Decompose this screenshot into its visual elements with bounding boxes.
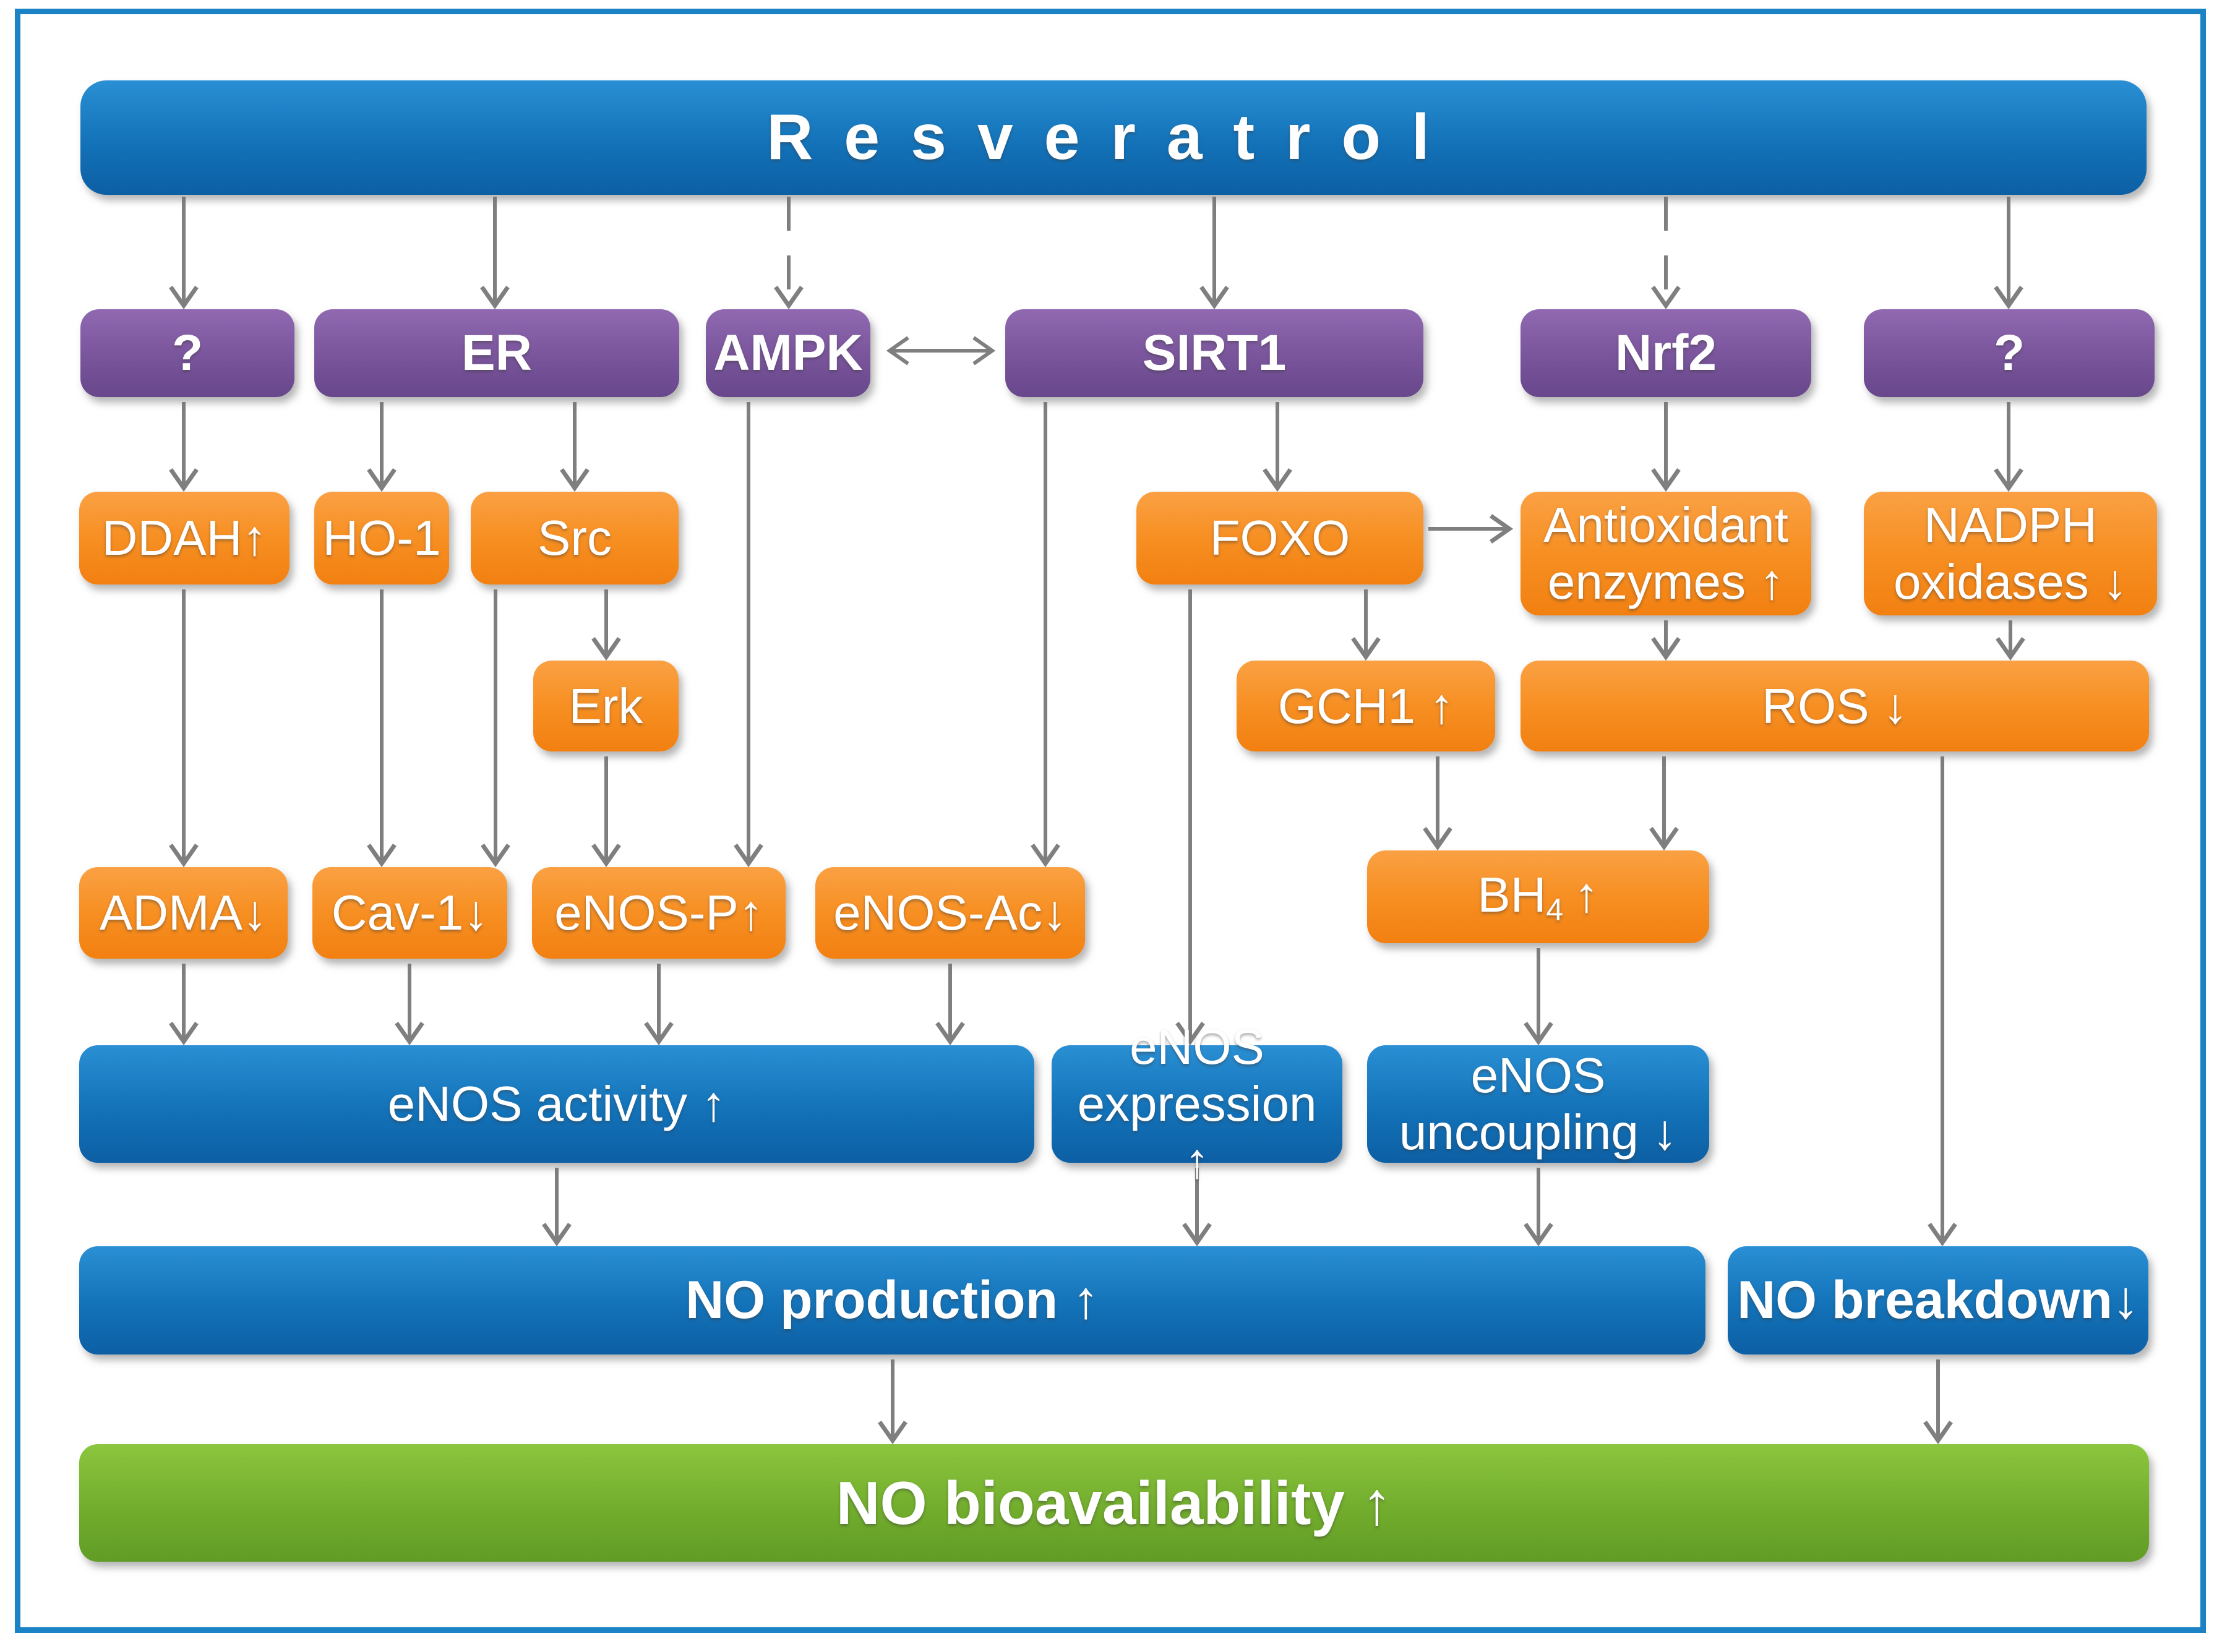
node-er: ER [314, 309, 679, 397]
node-ampk: AMPK [706, 309, 870, 397]
node-question-right: ? [1864, 309, 2155, 397]
node-no-production: NO production ↑ [79, 1246, 1705, 1355]
node-adma: ADMA↓ [79, 867, 288, 959]
node-nadph-oxidases: NADPH oxidases ↓ [1864, 492, 2157, 615]
node-ho1: HO-1 [314, 492, 449, 584]
node-enos-expression: eNOS expression ↑ [1052, 1019, 1342, 1188]
node-erk: Erk [533, 661, 679, 751]
node-resveratrol: Resveratrol [80, 80, 2147, 195]
node-no-breakdown: NO breakdown↓ [1728, 1246, 2148, 1355]
node-src: Src [471, 492, 679, 584]
node-ddah: DDAH↑ [79, 492, 290, 584]
node-nrf2: Nrf2 [1521, 309, 1811, 397]
node-question-left: ? [80, 309, 294, 397]
node-sirt1: SIRT1 [1005, 309, 1423, 397]
node-foxo: FOXO [1136, 492, 1423, 584]
node-gch1: GCH1 ↑ [1237, 661, 1495, 751]
node-enos-activity: eNOS activity ↑ [79, 1045, 1034, 1163]
node-bh4: BH4↑ [1367, 850, 1709, 943]
node-cav1: Cav-1↓ [312, 867, 507, 959]
node-no-bioavailability: NO bioavailability ↑ [79, 1444, 2149, 1562]
node-enos-ac: eNOS-Ac↓ [815, 867, 1085, 959]
node-ros: ROS ↓ [1521, 661, 2149, 751]
arrow-ampk-sirt1-bidirectional [886, 336, 996, 366]
node-antioxidant-enzymes: Antioxidant enzymes ↑ [1521, 492, 1811, 615]
node-enos-uncoupling: eNOS uncoupling ↓ [1367, 1045, 1709, 1163]
node-enos-p: eNOS-P↑ [532, 867, 786, 959]
